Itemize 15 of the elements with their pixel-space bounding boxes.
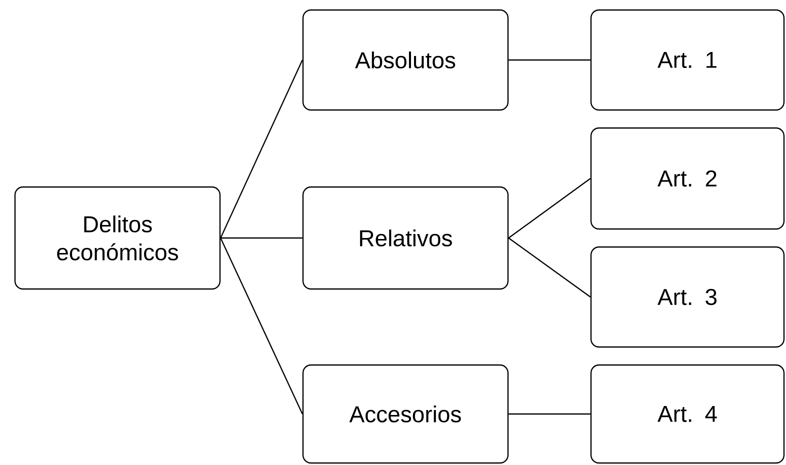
- connector-line: [220, 237, 302, 239]
- connector-line: [220, 60, 303, 238]
- connector-line: [508, 413, 590, 415]
- box: Art. 4: [590, 364, 785, 464]
- box: Delitos económicos: [14, 186, 221, 290]
- box: Art. 1: [590, 9, 785, 111]
- connector-line: [508, 238, 591, 298]
- connector-line: [508, 178, 591, 238]
- box: Absolutos: [302, 9, 509, 111]
- connector-line: [508, 59, 590, 61]
- box: Art. 2: [590, 127, 785, 230]
- box: Relativos: [302, 186, 509, 290]
- connector-line: [220, 238, 303, 414]
- box: Art. 3: [590, 246, 785, 348]
- box: Accesorios: [302, 364, 509, 464]
